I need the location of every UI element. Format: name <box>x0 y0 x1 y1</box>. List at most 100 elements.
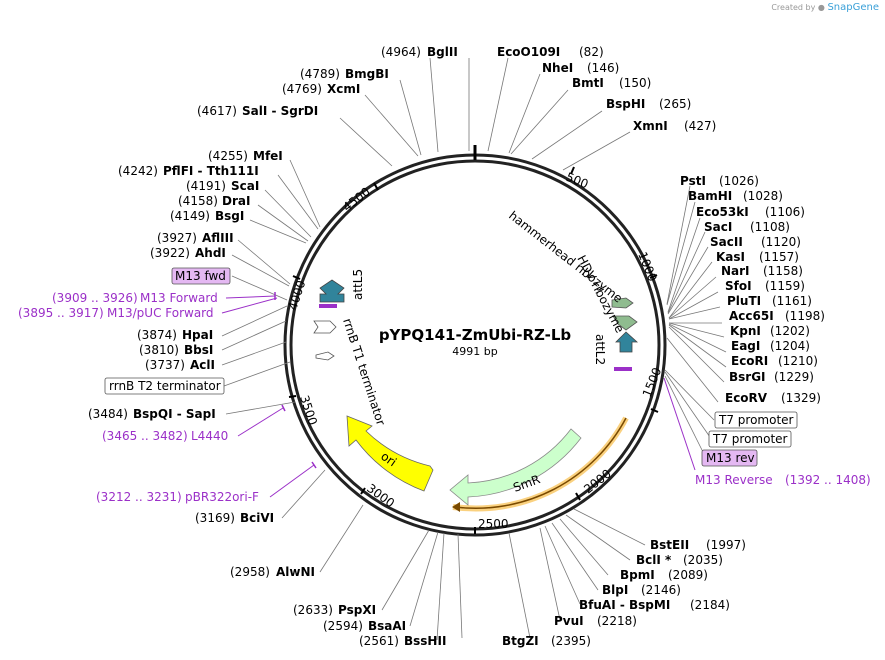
site-pos-drai: (4158) <box>178 194 218 208</box>
site-pos-bbsi: (3810) <box>139 343 179 357</box>
rrnb-t2-box <box>104 377 225 395</box>
leader-line <box>508 532 531 639</box>
site-pos-xmni: (427) <box>684 119 716 133</box>
leader-line <box>319 504 364 573</box>
site-pos-kasi: (1157) <box>759 250 799 264</box>
site-name-nhei: NheI <box>542 61 573 75</box>
ruler-tick <box>288 395 297 398</box>
leader-line <box>544 525 581 605</box>
primer-name-m13-puc: M13/pUC Forward <box>107 306 214 320</box>
site-pos-saci: (1108) <box>750 220 790 234</box>
leader-line <box>231 275 288 301</box>
leader-line <box>364 94 419 157</box>
leader-line <box>668 322 725 338</box>
primer-leader <box>269 464 315 498</box>
primer-name-m13-forward: M13 Forward <box>140 291 218 305</box>
site-name-alwni: AlwNI <box>276 565 315 579</box>
leader-line <box>551 522 599 591</box>
snapgene-logo-icon: ● <box>817 3 825 12</box>
ruler-tick <box>649 274 658 279</box>
site-name-sacii: SacII <box>710 235 743 249</box>
leader-line <box>429 57 439 153</box>
leader-line <box>487 57 509 152</box>
site-name-bsteii: BstEII <box>650 538 689 552</box>
ruler-tick <box>360 487 366 495</box>
site-name-blpi: BlpI <box>602 583 628 597</box>
site-pos-bsgi: (4149) <box>170 209 210 223</box>
site-name-hpai: HpaI <box>182 328 213 342</box>
primer-name-l4440: L4440 <box>191 429 228 443</box>
leader-line <box>249 219 307 244</box>
site-pos-bmgbi: (4789) <box>300 67 340 81</box>
site-name-eco53ki: Eco53kI <box>696 205 749 219</box>
site-pos-eagi: (1204) <box>770 339 810 353</box>
site-name-ecoo109i: EcoO109I <box>497 45 560 59</box>
site-name-bsphi: BspHI <box>606 97 645 111</box>
leader-line <box>264 189 312 238</box>
site-name-drai: DraI <box>222 194 250 208</box>
site-pos-bsteii: (1997) <box>706 538 746 552</box>
site-pos-ecoo109i: (82) <box>579 45 604 59</box>
plasmid-length: 4991 bp <box>452 345 497 358</box>
site-pos-pluti: (1161) <box>772 294 812 308</box>
site-name-psti: PstI <box>680 174 706 188</box>
ruler-tick <box>650 408 659 413</box>
snapgene-credit: Created by ● SnapGene <box>771 2 879 13</box>
leader-line <box>281 469 326 519</box>
rrnb-t2-box-label: rrnB T2 terminator <box>109 379 221 393</box>
leader-line <box>667 231 706 314</box>
site-name-bamhi: BamHI <box>688 189 732 203</box>
site-pos-bpmi: (2089) <box>668 568 708 582</box>
leader-line <box>664 371 713 441</box>
leader-line <box>668 291 719 320</box>
leader-line <box>508 73 541 154</box>
leader-line <box>221 305 288 337</box>
primer-leader <box>237 407 284 437</box>
site-name-bsaai: BsaAI <box>368 619 406 633</box>
site-pos-nari: (1158) <box>763 264 803 278</box>
leader-line <box>668 276 717 319</box>
ruler-tick <box>292 275 301 280</box>
site-name-btgzi: BtgZI <box>502 634 539 648</box>
ruler-label-1000: 1000 <box>635 250 659 284</box>
m13-rev-box-label: M13 rev <box>706 451 755 465</box>
site-pos-alwni: (2958) <box>230 565 270 579</box>
site-name-afliii: AflIII <box>202 231 234 245</box>
m13-rev-box <box>701 449 758 467</box>
leader-line <box>668 261 713 319</box>
site-pos-bsaai: (2594) <box>323 619 363 633</box>
primer-pos-m13-forward: (3909 .. 3926) <box>52 291 138 305</box>
site-name-bsgi: BsgI <box>215 209 244 223</box>
m13-fwd-feature <box>319 304 337 308</box>
leader-line <box>539 527 561 621</box>
ruler-tick <box>575 492 581 501</box>
leader-line <box>531 110 603 160</box>
site-pos-btgzi: (2395) <box>551 634 591 648</box>
leader-line <box>399 79 422 156</box>
site-name-bspqi: BspQI - SapI <box>133 407 216 421</box>
site-name-pspxi: PspXI <box>338 603 376 617</box>
leader-line <box>225 401 296 415</box>
site-name-xcmi: XcmI <box>327 82 360 96</box>
site-pos-sacii: (1120) <box>761 235 801 249</box>
site-name-bcli: BclI * <box>636 553 672 567</box>
hammerhead-arrow <box>611 297 634 309</box>
attl5-arrow <box>319 279 345 303</box>
site-name-sfoi: SfoI <box>725 279 752 293</box>
smr-arrow <box>449 428 582 506</box>
site-pos-bmti: (150) <box>619 76 651 90</box>
site-pos-blpi: (2146) <box>641 583 681 597</box>
rrnb-t2-arrow <box>315 351 335 361</box>
leader-line <box>381 529 430 611</box>
hdv-arrow <box>612 315 638 331</box>
site-name-bmti: BmtI <box>572 76 604 90</box>
site-pos-hpai: (3874) <box>137 328 177 342</box>
leader-line <box>666 185 691 305</box>
leader-line <box>231 254 290 287</box>
site-pos-pvui: (2218) <box>597 614 637 628</box>
leader-line <box>257 204 309 242</box>
site-name-sali: SalI - SgrDI <box>242 104 318 118</box>
site-pos-scai: (4191) <box>186 179 226 193</box>
site-pos-acc65i: (1198) <box>785 309 825 323</box>
